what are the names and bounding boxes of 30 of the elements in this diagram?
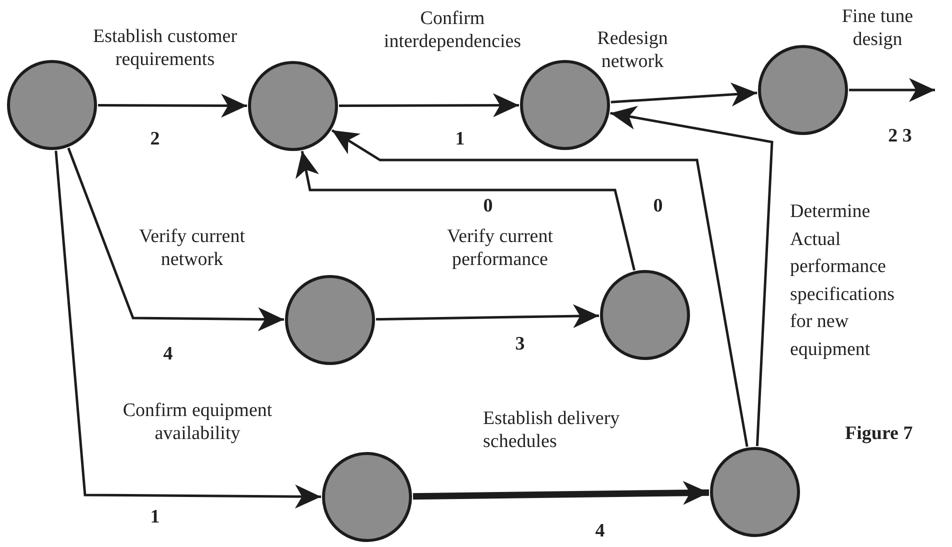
edge-label: Confirm interdependencies: [382, 8, 522, 54]
duration-label: 1: [455, 130, 465, 150]
duration-label: 3: [515, 334, 525, 356]
arrow: [610, 106, 774, 446]
duration-label: 2: [150, 130, 160, 150]
arrow: [67, 148, 284, 332]
arrow: [412, 480, 710, 505]
arrow: [376, 304, 600, 328]
edge-label: Determine Actual performance specifications for new equipment: [790, 200, 896, 362]
duration-label: 4: [595, 522, 605, 542]
edge-label: Redesign network: [596, 28, 669, 74]
duration-label: 0: [653, 196, 663, 218]
edge-label: Confirm equipment availability: [122, 400, 274, 446]
arrow: [331, 129, 748, 447]
duration-label: 2 3: [888, 126, 912, 148]
figure-caption: Figure 7: [845, 423, 913, 445]
duration-label: 1: [150, 508, 160, 528]
edge-label: Fine tune design: [840, 6, 914, 52]
arrow: [339, 93, 519, 118]
edge-label: Verify current performance: [446, 226, 554, 272]
edge-label: Establish delivery schedules: [483, 408, 621, 454]
edge-label: Verify current network: [138, 226, 246, 272]
arrow: [849, 78, 935, 102]
edge-label: Establish customer requirements: [92, 26, 238, 72]
arrow: [610, 82, 758, 106]
duration-label: 0: [483, 196, 493, 218]
arrow: [54, 150, 321, 508]
duration-label: 4: [163, 344, 173, 366]
arrow: [98, 94, 247, 118]
arrow: [296, 150, 636, 271]
